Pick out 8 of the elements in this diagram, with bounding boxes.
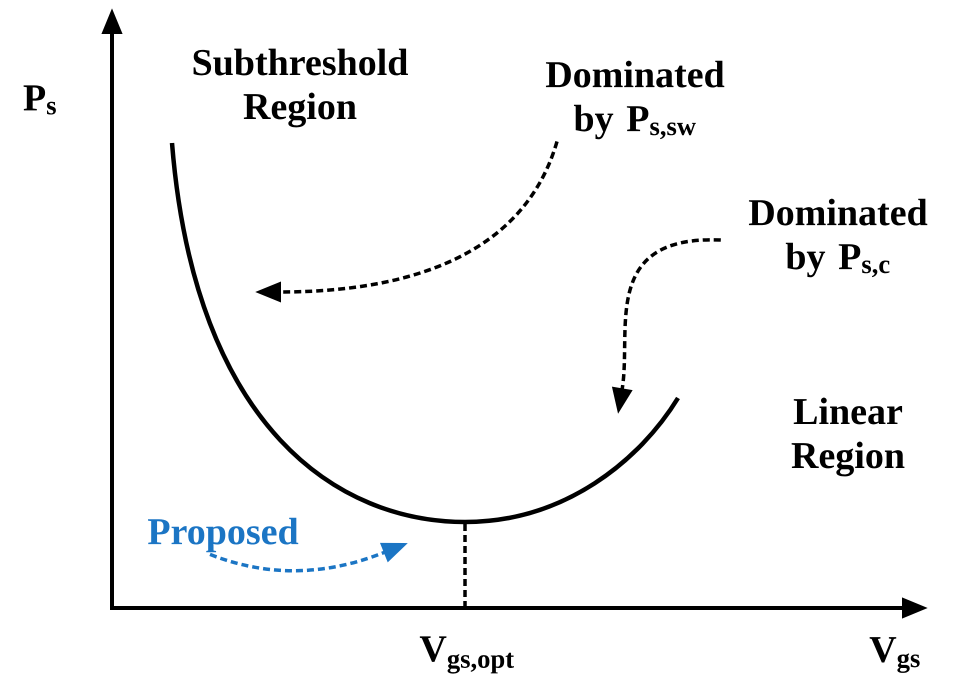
text-label: Dominated by P$_{s,c}$ (748, 198, 928, 278)
region-label: Linear Region (792, 398, 904, 476)
axis-label: V$_{gs}$ (870, 637, 920, 673)
axis-label: P$_{s}$ (24, 85, 56, 115)
text-label: Proposed (148, 518, 298, 552)
region-label: Subthreshold Region (194, 48, 408, 128)
tick-label: V$_{gs,opt}$ (420, 636, 514, 674)
text-label: Dominated by P$_{s,sw}$ (546, 60, 724, 140)
